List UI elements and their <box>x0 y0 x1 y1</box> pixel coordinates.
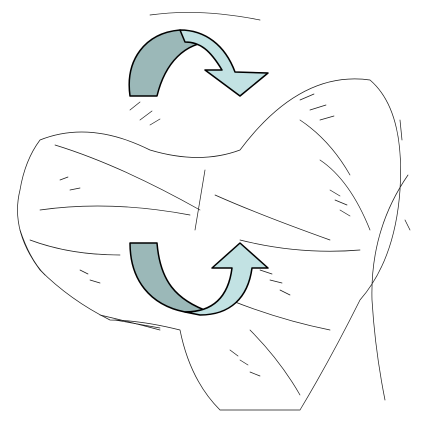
sketch-wrist-2 <box>300 120 350 175</box>
sketch-palm-1 <box>230 300 330 330</box>
sketch-finger-1 <box>55 145 200 210</box>
sketch-knuckle-3 <box>240 240 360 251</box>
sketch-knuckle-2 <box>215 195 330 240</box>
sketch-hatching <box>60 94 410 376</box>
arrow-head-light <box>185 243 268 315</box>
sketch-finger-3 <box>30 240 120 255</box>
sketch-thumb <box>20 230 45 275</box>
sketch-knuckle-1 <box>195 170 205 230</box>
counterclockwise-rotation-arrow <box>130 243 268 315</box>
sketch-line-top <box>150 12 260 20</box>
arrow-tail-dark <box>130 243 210 312</box>
arrow-head-light <box>180 30 268 96</box>
sketch-finger-2 <box>40 206 190 215</box>
sketch-palm-2 <box>250 330 300 395</box>
clockwise-rotation-arrow <box>129 30 268 96</box>
sketch-hand-outline <box>18 79 401 410</box>
sketch-wrist-1 <box>320 160 370 230</box>
sketch-right-arc <box>372 175 408 400</box>
